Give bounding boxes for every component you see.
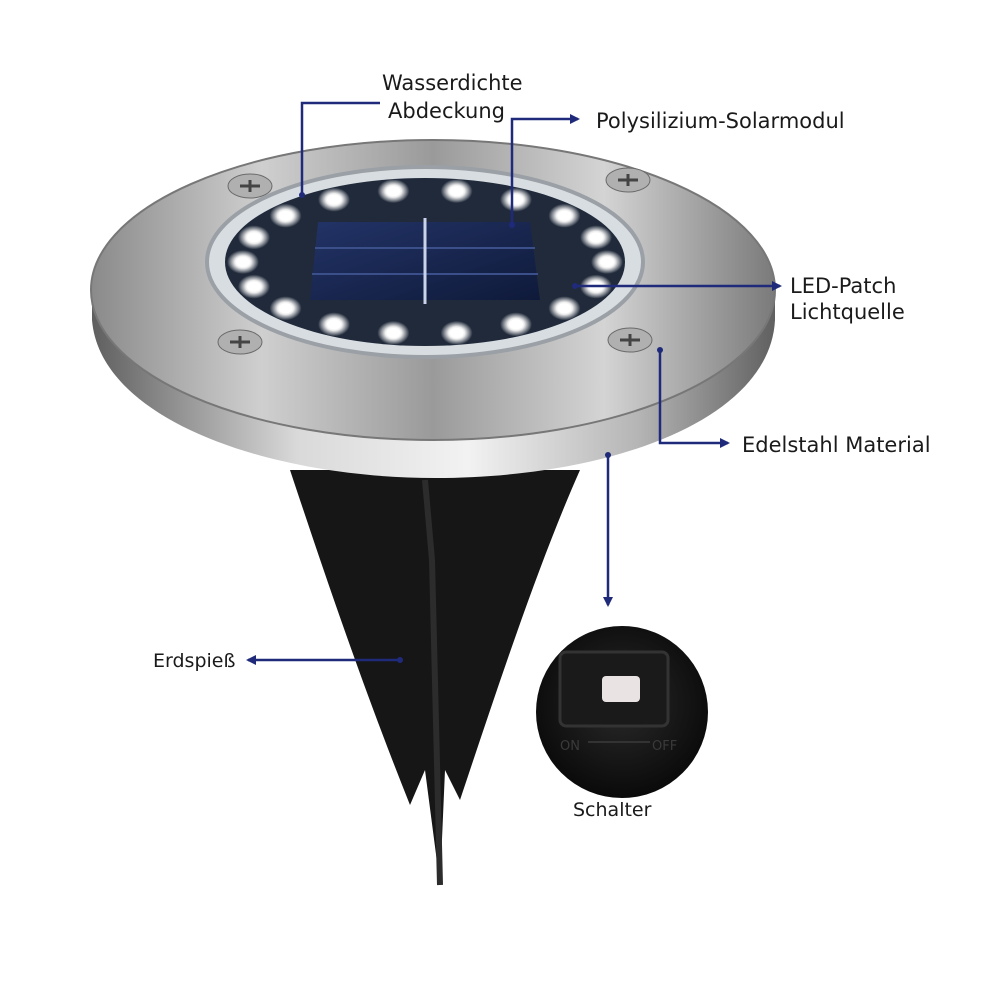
led-core — [236, 257, 250, 267]
led-core — [600, 257, 614, 267]
label-steel: Edelstahl Material — [742, 433, 931, 457]
led-core — [386, 327, 401, 338]
led-core — [278, 210, 293, 221]
led-core — [278, 303, 293, 314]
screw-icon — [607, 327, 653, 353]
label-cover-line1: Wasserdichte — [382, 71, 523, 95]
led-core — [449, 186, 464, 197]
led-core — [327, 194, 341, 205]
led-core — [589, 232, 604, 243]
switch-on-marking: ON — [560, 739, 580, 754]
switch-closeup: ON OFF — [536, 626, 708, 798]
led-core — [386, 186, 401, 197]
solar-panel — [310, 218, 540, 304]
leader-steel — [658, 350, 730, 448]
leader-solar — [510, 114, 580, 225]
leader-cover — [300, 101, 380, 195]
label-led-line1: LED-Patch — [790, 274, 897, 298]
label-led-line2: Lichtquelle — [790, 300, 905, 324]
screw-icon — [227, 173, 273, 199]
label-solar: Polysilizium-Solarmodul — [596, 109, 845, 133]
led-core — [246, 281, 261, 292]
screw-icon — [605, 167, 651, 193]
led-core — [557, 303, 572, 314]
led-core — [449, 327, 464, 338]
led-core — [509, 319, 523, 330]
screw-icon — [217, 329, 263, 355]
label-cover-line2: Abdeckung — [388, 99, 505, 123]
switch-off-marking: OFF — [652, 739, 677, 754]
label-spike: Erdspieß — [153, 650, 236, 672]
led-core — [246, 232, 261, 243]
leader-lines — [246, 101, 782, 665]
led-core — [327, 319, 341, 330]
label-switch: Schalter — [573, 799, 652, 821]
led-core — [557, 210, 572, 221]
